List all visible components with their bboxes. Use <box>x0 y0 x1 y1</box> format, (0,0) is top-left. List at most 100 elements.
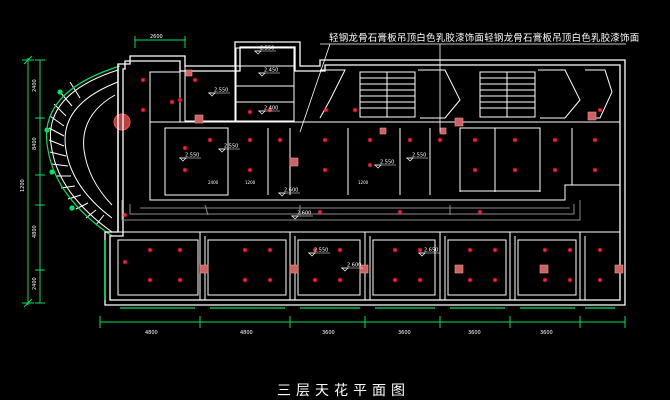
note-leaders <box>299 43 626 133</box>
elevation-tags: 2.550 2.450 2.550 2.400 2.550 2.550 2.550 2.550… <box>179 46 440 272</box>
elevation-value: 2.550 <box>224 144 238 150</box>
ceiling-light-31 <box>147 247 153 253</box>
left-dimension-3: 1200 <box>20 179 26 192</box>
ceiling-light-53 <box>492 277 498 283</box>
ceiling-light-43 <box>597 247 603 253</box>
ceiling-light-52 <box>467 277 473 283</box>
ceiling-light-46 <box>242 277 248 283</box>
ceiling-light-15 <box>512 137 518 143</box>
drawing-title: 三层天花平面图 <box>277 383 410 399</box>
elevation-tag-t4: 2.400 <box>258 106 280 115</box>
elevation-value: 2.600 <box>284 188 298 194</box>
ceiling-light-16 <box>552 137 558 143</box>
curved-staircase <box>48 69 119 233</box>
ceiling-light-5 <box>177 97 183 103</box>
ceiling-light-35 <box>312 247 318 253</box>
bottom-dimension-5: 3600 <box>468 330 481 336</box>
elevation-tag-t6: 2.550 <box>218 144 240 153</box>
ceiling-light-36 <box>337 247 343 253</box>
elevation-tag-t3: 2.550 <box>208 88 230 97</box>
bottom-dimension-2: 4800 <box>240 330 253 336</box>
elevation-value: 2.550 <box>380 160 394 166</box>
ceiling-light-38 <box>417 247 423 253</box>
elevation-value: 2.550 <box>185 153 199 159</box>
elevation-tag-t7: 2.550 <box>374 160 396 169</box>
elevation-tag-t9: 2.600 <box>278 188 300 197</box>
ceiling-light-55 <box>567 277 573 283</box>
elevation-tag-t13: 2.650 <box>418 248 440 257</box>
ceiling-light-2 <box>192 77 198 83</box>
elevation-tag-t1: 2.550 <box>254 46 276 55</box>
elevation-tag-t11: 2.550 <box>308 248 330 257</box>
ceiling-light-1 <box>140 77 146 83</box>
elevation-value: 2.450 <box>264 68 278 74</box>
bottom-dimension-3: 3600 <box>322 330 335 336</box>
ceiling-light-61 <box>477 209 483 215</box>
ceiling-light-45 <box>177 277 183 283</box>
dimension-texts: 2600 4800 4800 3600 3600 3600 3600 2400 … <box>20 34 553 336</box>
dimension-lines <box>22 36 626 328</box>
ceiling-light-44 <box>147 277 153 283</box>
small-dimension-2: 1200 <box>245 180 256 185</box>
ceiling-light-20 <box>322 167 328 173</box>
ceiling-light-40 <box>492 247 498 253</box>
ceiling-light-47 <box>267 277 273 283</box>
elevation-value: 2.550 <box>260 46 274 52</box>
corridor-beams <box>121 200 581 221</box>
small-dimension-1: 2400 <box>208 180 219 185</box>
ceiling-light-3 <box>140 107 146 113</box>
ceiling-light-8 <box>247 137 253 143</box>
ceiling-light-33 <box>242 247 248 253</box>
ceiling-light-17 <box>592 137 598 143</box>
elevation-value: 2.550 <box>314 248 328 254</box>
elevation-tag-t10: 2.600 <box>291 211 313 220</box>
ceiling-light-49 <box>337 277 343 283</box>
top-dimension-text: 2600 <box>150 34 163 40</box>
ceiling-light-13 <box>437 137 443 143</box>
ceiling-light-27 <box>267 107 273 113</box>
ceiling-light-37 <box>392 247 398 253</box>
ceiling-light-54 <box>542 277 548 283</box>
ceiling-light-11 <box>367 137 373 143</box>
ceiling-light-6 <box>182 145 188 151</box>
bottom-dimension-1: 4800 <box>145 330 158 336</box>
elevation-tag-t12: 2.600 <box>341 263 363 272</box>
ceiling-light-60 <box>397 209 403 215</box>
elevation-value: 2.550 <box>214 88 228 94</box>
ceiling-light-59 <box>317 209 323 215</box>
elevation-value: 2.600 <box>347 263 361 269</box>
ceiling-light-23 <box>512 167 518 173</box>
ceiling-light-7 <box>207 137 213 143</box>
bottom-dimension-4: 3600 <box>398 330 411 336</box>
curved-staircase-railing <box>44 65 121 237</box>
ceiling-light-22 <box>472 167 478 173</box>
ceiling-light-34 <box>267 247 273 253</box>
left-dimension-5: 2400 <box>32 277 38 290</box>
elevation-tag-t8: 2.550 <box>406 153 428 162</box>
ceiling-material-note: 轻钢龙骨石膏板吊顶白色乳胶漆饰面轻钢龙骨石膏板吊顶白色乳胶漆饰面 <box>329 33 640 44</box>
ceiling-light-19 <box>247 167 253 173</box>
structural-columns <box>185 69 624 274</box>
ceiling-light-56 <box>597 277 603 283</box>
ceiling-light-14 <box>472 137 478 143</box>
ceiling-light-39 <box>467 247 473 253</box>
ceiling-light-9 <box>277 137 283 143</box>
ceiling-light-42 <box>567 247 573 253</box>
ceiling-light-26 <box>247 109 253 115</box>
ceiling-light-30 <box>597 107 603 113</box>
elevation-value: 2.550 <box>412 153 426 159</box>
elevation-value: 2.600 <box>297 211 311 217</box>
small-dimension-3: 1200 <box>358 180 369 185</box>
ceiling-light-41 <box>542 247 548 253</box>
ceiling-light-50 <box>392 277 398 283</box>
bottom-dimension-6: 3600 <box>540 330 553 336</box>
ceiling-lights <box>122 77 603 283</box>
ceiling-light-57 <box>122 212 128 218</box>
left-dimension-2: 8400 <box>32 137 38 150</box>
elevation-value: 2.650 <box>424 248 438 254</box>
ceiling-light-25 <box>592 167 598 173</box>
ceiling-light-48 <box>312 277 318 283</box>
ceiling-light-12 <box>407 137 413 143</box>
ceiling-light-32 <box>177 247 183 253</box>
